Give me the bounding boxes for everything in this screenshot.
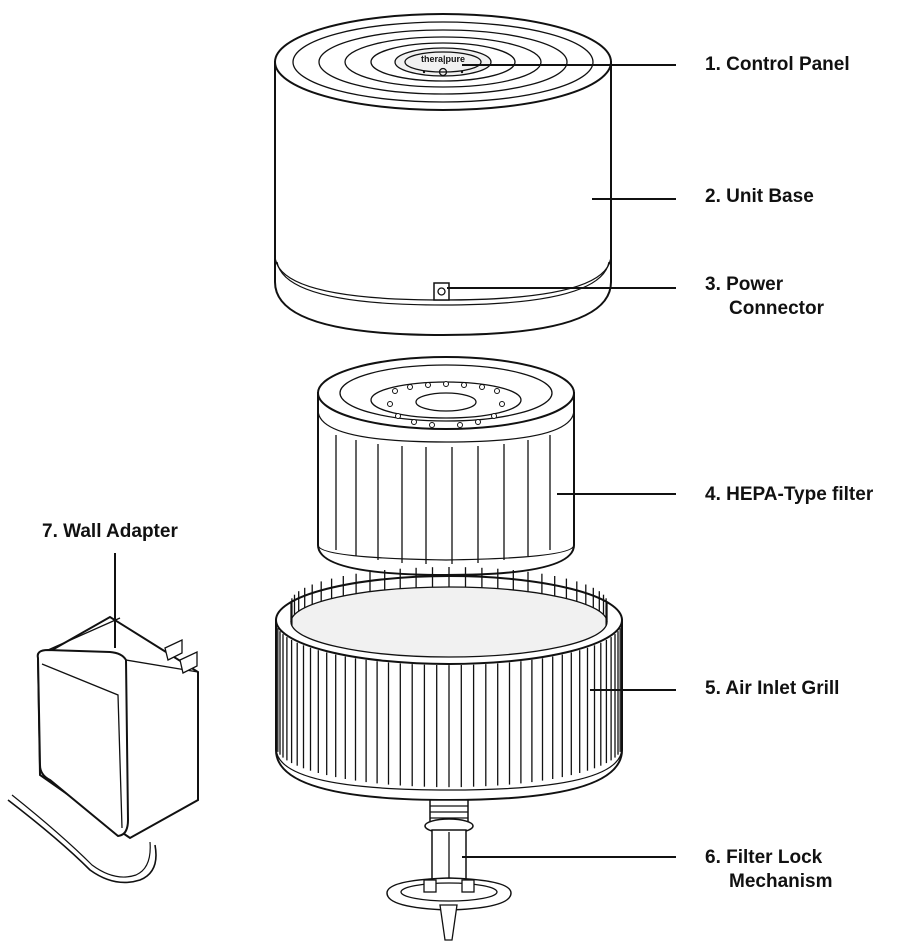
power-port-icon bbox=[433, 282, 450, 301]
wall-adapter-drawing bbox=[7, 615, 199, 884]
hepa-filter-drawing bbox=[317, 356, 575, 577]
label-wall-adapter: 7. Wall Adapter bbox=[42, 521, 178, 542]
label-power-connector-line1: 3. Power bbox=[705, 274, 784, 295]
brand-logo: thera|pure bbox=[421, 54, 465, 64]
label-power-connector-line2: Connector bbox=[729, 298, 825, 319]
label-unit-base: 2. Unit Base bbox=[705, 186, 814, 207]
air-inlet-grill-drawing bbox=[275, 567, 623, 802]
unit-base-drawing: thera|pure bbox=[274, 13, 612, 337]
label-filter-lock-line1: 6. Filter Lock bbox=[705, 847, 823, 868]
power-button-icon bbox=[438, 67, 448, 77]
label-air-inlet-grill: 5. Air Inlet Grill bbox=[705, 678, 839, 699]
leader-lines bbox=[114, 64, 676, 858]
label-hepa-filter: 4. HEPA-Type filter bbox=[705, 484, 874, 505]
label-control-panel: 1. Control Panel bbox=[705, 54, 850, 75]
label-filter-lock-line2: Mechanism bbox=[729, 871, 832, 892]
filter-lock-drawing bbox=[386, 799, 512, 941]
callout-labels: 1. Control Panel 2. Unit Base 3. Power C… bbox=[42, 54, 874, 892]
